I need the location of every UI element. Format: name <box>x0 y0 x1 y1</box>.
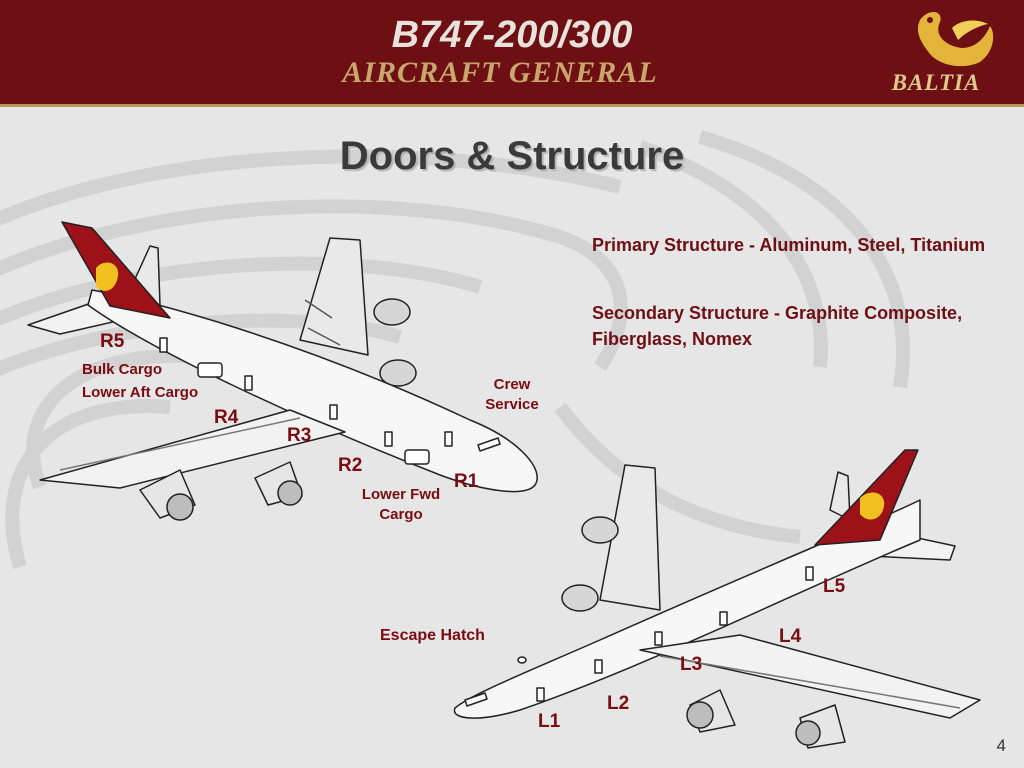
door-r3-label: R3 <box>287 425 312 446</box>
door-r2-label: R2 <box>338 455 363 476</box>
door-r1-label: R1 <box>454 471 479 492</box>
door-r5-label: R5 <box>100 331 125 352</box>
escape-hatch-label: Escape Hatch <box>380 627 485 644</box>
crew-service-label: Crew Service <box>485 376 539 413</box>
bulk-cargo-label: Bulk Cargo <box>82 361 163 378</box>
door-l3-label: L3 <box>680 654 703 675</box>
rooster-logo-icon <box>917 11 994 67</box>
door-l1-label: L1 <box>538 711 561 732</box>
header-subtitle: AIRCRAFT GENERAL <box>342 56 658 89</box>
door-l5-label: L5 <box>823 576 846 597</box>
door-r4-label: R4 <box>214 407 239 428</box>
door-l2-label: L2 <box>607 693 630 714</box>
page-number: 4 <box>996 736 1006 755</box>
lower-aft-cargo-label: Lower Aft Cargo <box>82 384 199 401</box>
logo-text: BALTIA <box>891 70 981 95</box>
slide-title: Doors & Structure <box>339 134 685 178</box>
primary-structure-note: Primary Structure - Aluminum, Steel, Tit… <box>592 235 986 255</box>
lower-fwd-cargo-label: Lower Fwd Cargo <box>361 486 441 523</box>
door-l4-label: L4 <box>779 626 802 647</box>
slide-header: B747-200/300 AIRCRAFT GENERAL BALTIA <box>0 0 1024 107</box>
secondary-structure-note: Secondary Structure - Graphite Composite… <box>592 303 963 349</box>
header-title: B747-200/300 <box>391 14 633 56</box>
